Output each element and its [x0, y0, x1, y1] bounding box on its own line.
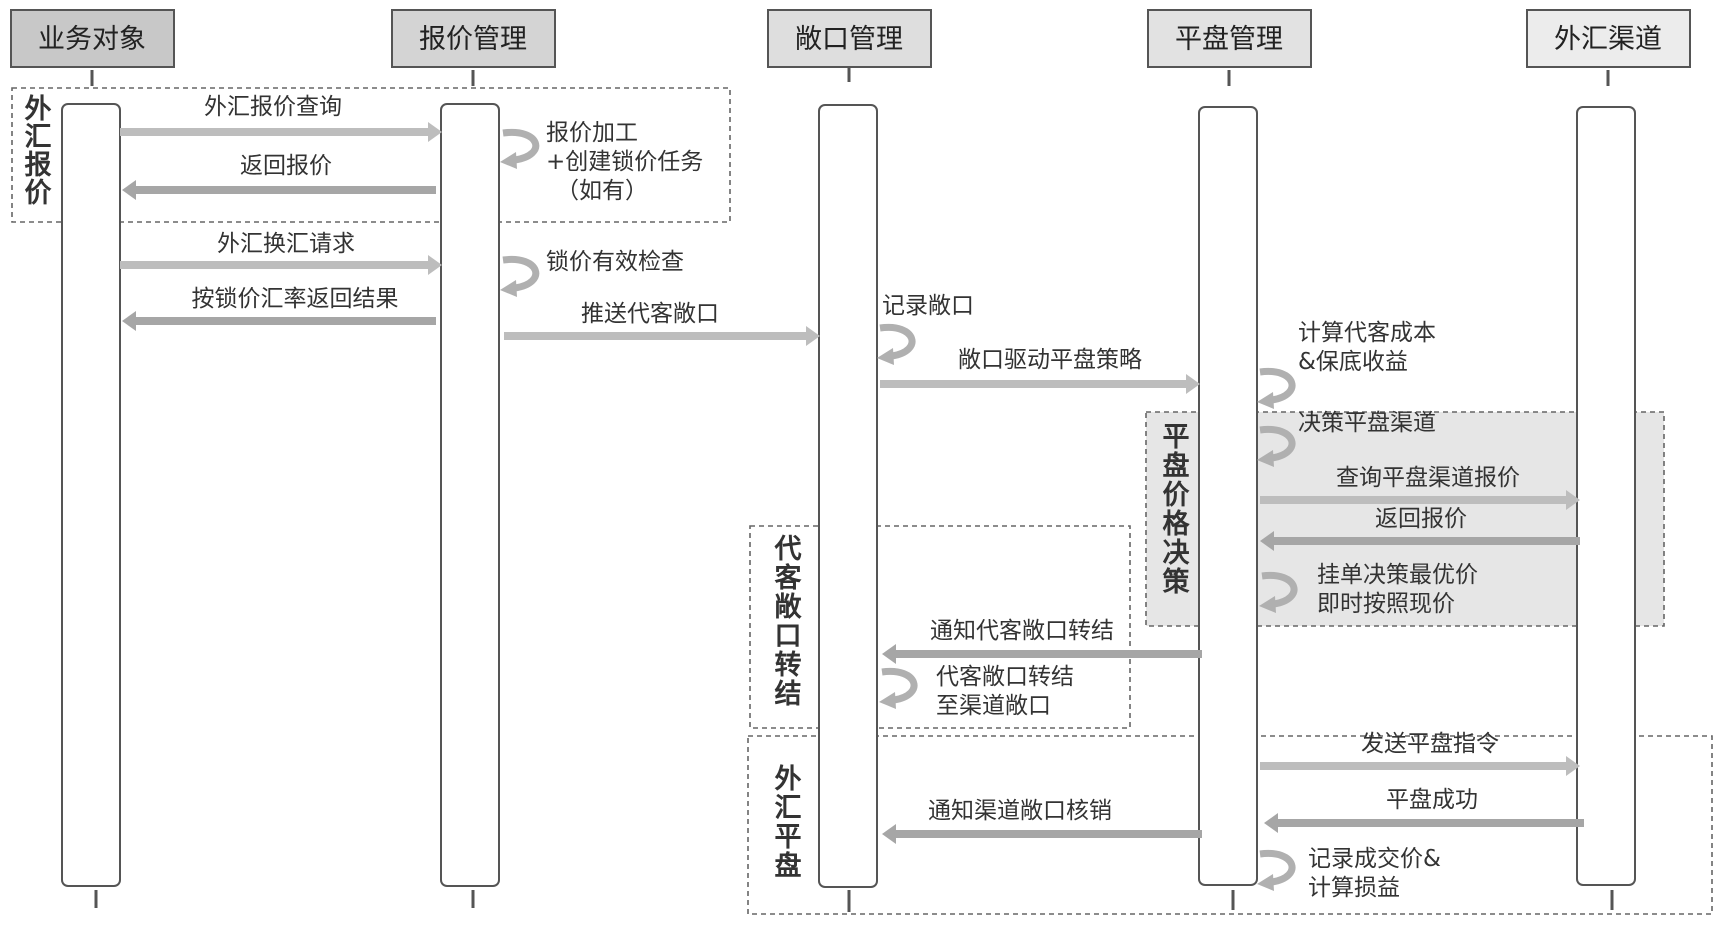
self-call-compute-cost: 计算代客成本 &保底收益	[1257, 320, 1436, 409]
svg-text:按锁价汇率返回结果: 按锁价汇率返回结果	[192, 286, 399, 312]
note-line: 即时按照现价	[1317, 591, 1455, 617]
frame-label-char: 转	[775, 650, 802, 681]
frame-label-char: 价	[25, 178, 53, 209]
svg-text:查询平盘渠道报价: 查询平盘渠道报价	[1336, 465, 1520, 491]
frame-label-char: 敞	[775, 592, 803, 623]
participant-label: 业务对象	[38, 24, 146, 55]
note-line: 报价加工	[546, 120, 638, 146]
message-notify-proxy-transfer: 通知代客敞口转结	[882, 618, 1202, 664]
frame-label-proxy-transfer: 代客敞口转结	[774, 534, 803, 710]
activation-business	[61, 103, 121, 887]
note-line: 记录成交价&	[1308, 846, 1441, 872]
note-line: 计算损益	[1308, 875, 1400, 901]
frame-label-fx-hedge: 外汇平盘	[775, 764, 802, 882]
participant-label: 报价管理	[419, 24, 527, 55]
message-return-channel-quote: 返回报价	[1260, 506, 1580, 551]
self-call-record-exposure: 记录敞口	[877, 293, 974, 365]
activation-quote-mgmt	[440, 103, 500, 887]
note-line: &保底收益	[1298, 349, 1408, 375]
note-line: 记录敞口	[882, 293, 974, 319]
self-call-proxy-to-channel: 代客敞口转结 至渠道敞口	[879, 664, 1074, 719]
note-line: （如有）	[556, 178, 648, 204]
frame-label-char: 决	[1163, 538, 1191, 569]
participant-header-exposure-mgmt: 敞口管理	[767, 9, 932, 68]
self-call-lock-price-check: 锁价有效检查	[500, 249, 684, 297]
frame-label-char: 外	[775, 764, 802, 795]
frame-label-char: 汇	[775, 793, 802, 824]
svg-text:返回报价: 返回报价	[1375, 506, 1467, 532]
participant-label: 敞口管理	[795, 24, 903, 55]
self-call-record-deal: 记录成交价& 计算损益	[1257, 846, 1441, 901]
participant-header-fx-channel: 外汇渠道	[1526, 9, 1691, 68]
message-return-quote: 返回报价	[122, 153, 436, 200]
message-return-locked-rate: 按锁价汇率返回结果	[122, 286, 436, 331]
frame-label-char: 代	[774, 534, 802, 565]
participant-header-business: 业务对象	[10, 9, 175, 68]
frame-label-char: 盘	[775, 850, 802, 882]
frame-label-char: 价	[1163, 480, 1191, 511]
note-line: 至渠道敞口	[936, 693, 1051, 719]
frame-label-char: 结	[775, 679, 802, 710]
svg-text:外汇换汇请求: 外汇换汇请求	[217, 231, 355, 257]
participant-header-quote-mgmt: 报价管理	[391, 9, 556, 68]
frame-label-char: 平	[1163, 422, 1190, 453]
frame-label-char: 策	[1163, 566, 1191, 598]
frame-fx-quote	[11, 87, 731, 223]
frame-label-char: 外	[25, 94, 52, 125]
message-exposure-driven-strategy: 敞口驱动平盘策略	[880, 347, 1200, 394]
participant-header-hedge-mgmt: 平盘管理	[1147, 9, 1312, 68]
self-call-quote-processing: 报价加工 +创建锁价任务 （如有）	[500, 120, 703, 204]
svg-text:外汇报价查询: 外汇报价查询	[204, 94, 342, 120]
activation-exposure-mgmt	[818, 104, 878, 888]
message-push-proxy-exposure: 推送代客敞口	[504, 301, 820, 346]
message-fx-exchange-request: 外汇换汇请求	[120, 231, 442, 275]
note-line: 计算代客成本	[1298, 320, 1436, 346]
message-notify-channel-writeoff: 通知渠道敞口核销	[882, 798, 1202, 844]
note-line: 锁价有效检查	[546, 249, 684, 275]
frame-proxy-transfer	[749, 525, 1131, 729]
frame-label-char: 盘	[1163, 450, 1190, 482]
lifeline-stubs	[90, 66, 1614, 912]
message-query-channel-quote: 查询平盘渠道报价	[1260, 465, 1580, 510]
note-line: +创建锁价任务	[546, 149, 703, 175]
frame-label-char: 汇	[25, 122, 52, 153]
note-line: 决策平盘渠道	[1298, 410, 1436, 436]
self-call-decide-channel: 决策平盘渠道	[1257, 410, 1436, 467]
svg-text:推送代客敞口: 推送代客敞口	[581, 301, 719, 327]
frame-label-char: 报	[25, 150, 52, 181]
svg-text:发送平盘指令: 发送平盘指令	[1361, 731, 1499, 757]
svg-text:敞口驱动平盘策略: 敞口驱动平盘策略	[958, 347, 1142, 373]
svg-text:返回报价: 返回报价	[240, 153, 332, 179]
message-fx-quote-query: 外汇报价查询	[120, 94, 442, 142]
frame-label-char: 客	[775, 562, 803, 594]
frame-label-char: 平	[775, 822, 802, 853]
self-call-order-decision: 挂单决策最优价 即时按照现价	[1259, 562, 1478, 617]
frame-label-fx-quote: 外汇报价	[25, 94, 53, 209]
frame-label-hedge-price-decision: 平盘价格决策	[1163, 422, 1191, 598]
activation-fx-channel	[1576, 106, 1636, 886]
svg-text:通知渠道敞口核销: 通知渠道敞口核销	[928, 798, 1112, 824]
svg-text:平盘成功: 平盘成功	[1386, 787, 1478, 813]
message-send-hedge-order: 发送平盘指令	[1260, 731, 1580, 776]
activation-hedge-mgmt	[1198, 106, 1258, 886]
svg-text:通知代客敞口转结: 通知代客敞口转结	[930, 618, 1114, 644]
participant-label: 外汇渠道	[1554, 24, 1662, 55]
frame-label-char: 格	[1163, 509, 1191, 540]
participant-label: 平盘管理	[1175, 24, 1283, 55]
frame-label-char: 口	[775, 621, 802, 652]
note-line: 代客敞口转结	[936, 664, 1074, 690]
note-line: 挂单决策最优价	[1317, 562, 1478, 588]
message-hedge-success: 平盘成功	[1264, 787, 1584, 833]
